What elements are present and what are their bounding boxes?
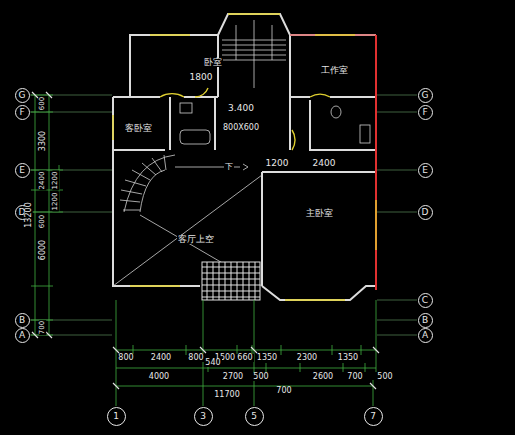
axis-bubble: G: [15, 88, 30, 103]
axis-bubble: E: [15, 163, 30, 178]
dimension: 2400: [150, 354, 172, 362]
room-name: 客卧室: [124, 124, 153, 133]
dimension: 2300: [296, 354, 318, 362]
axis-bubble: C: [418, 293, 433, 308]
dimension: 700: [40, 319, 47, 334]
axis-bubble: F: [15, 105, 30, 120]
dimension: 2400: [39, 170, 46, 190]
axis-bubble: A: [15, 328, 30, 343]
dimension: 2600: [312, 373, 334, 381]
dimension: 540: [204, 359, 221, 367]
dimension: 800: [187, 354, 204, 362]
axis-label: B: [19, 316, 25, 325]
axis-label: 1: [113, 412, 119, 421]
axis-label: G: [422, 91, 429, 100]
axis-bubble: B: [15, 313, 30, 328]
axis-bubble: B: [418, 313, 433, 328]
dimension: 11700: [213, 391, 240, 399]
axis-label: B: [422, 316, 428, 325]
dimension: 600: [40, 95, 47, 110]
dimension: 660: [236, 354, 253, 362]
axis-label: A: [19, 331, 25, 340]
dimension: 1200: [52, 191, 59, 211]
dimension: 1200: [52, 170, 59, 190]
room-name: 卧室: [203, 58, 223, 67]
axis-label: E: [19, 166, 25, 175]
axis-bubble: F: [418, 105, 433, 120]
dimension: 1800: [189, 73, 214, 82]
axis-bubble: 3: [194, 407, 213, 426]
window-size: 800X600: [222, 124, 260, 132]
axis-label: E: [422, 166, 428, 175]
axis-label: C: [422, 296, 428, 305]
axis-bubble: 1: [107, 407, 126, 426]
axis-bubble: G: [418, 88, 433, 103]
axis-label: G: [19, 91, 26, 100]
stair-direction: 下: [224, 163, 234, 171]
dimension: 6000: [39, 239, 47, 261]
dimension: 700: [346, 373, 363, 381]
axis-label: D: [422, 208, 429, 217]
dimension: 3300: [39, 130, 47, 152]
room-name: 主卧室: [305, 209, 334, 218]
dimension: 500: [376, 373, 393, 381]
axis-bubble: A: [418, 328, 433, 343]
dimension: 1350: [256, 354, 278, 362]
axis-bubble: E: [418, 163, 433, 178]
room-name: 客厅上空: [177, 235, 215, 244]
dimension: 1350: [337, 354, 359, 362]
dimension: 700: [275, 387, 292, 395]
dimension: 13200: [25, 201, 33, 228]
axis-label: 7: [370, 412, 376, 421]
axis-bubble: 7: [364, 407, 383, 426]
axis-label: 3: [200, 412, 206, 421]
axis-label: A: [422, 331, 428, 340]
dimension: 4000: [148, 373, 170, 381]
dimension: 1200: [265, 159, 290, 168]
dimension: 2700: [222, 373, 244, 381]
dimension: 800: [117, 354, 134, 362]
dimension: 2400: [312, 159, 337, 168]
axis-label: 5: [251, 412, 257, 421]
axis-label: F: [19, 108, 24, 117]
axis-bubble: 5: [245, 407, 264, 426]
elevation-mark: 3.400: [227, 104, 255, 113]
axis-label: F: [422, 108, 427, 117]
dimension: 600: [40, 213, 47, 228]
room-name: 工作室: [320, 66, 349, 75]
axis-bubble: D: [418, 205, 433, 220]
dimension: 500: [252, 373, 269, 381]
